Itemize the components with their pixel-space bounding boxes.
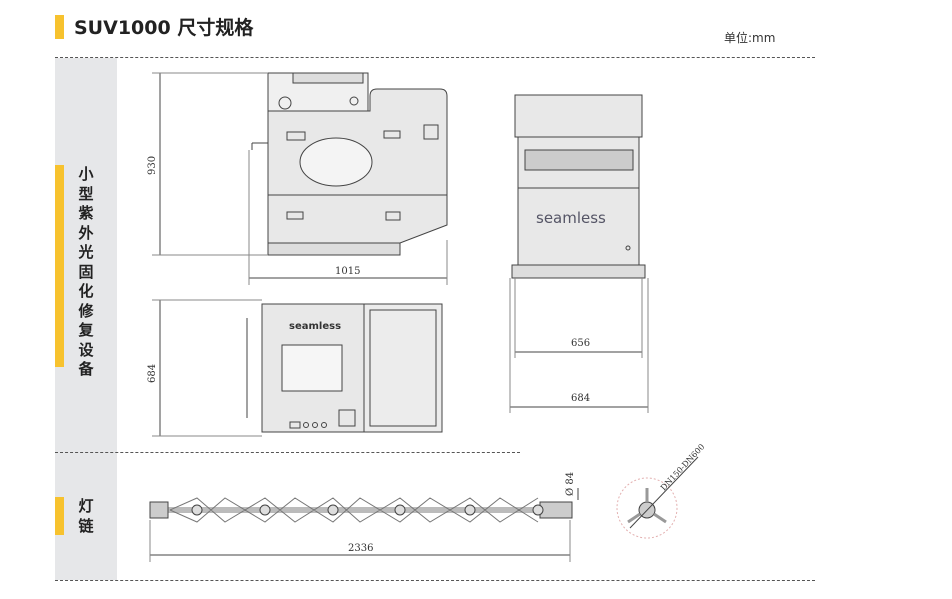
section-accent-bar: [55, 497, 64, 535]
dim-pipe-range: DN150-DN600: [659, 442, 707, 492]
brand-logo-top: seamless: [289, 321, 341, 332]
brand-logo-side: seamless: [536, 209, 606, 227]
dim-side-inner: 656: [571, 338, 590, 349]
side-view-drawing: [509, 94, 649, 413]
section-accent-bar: [55, 165, 64, 367]
unit-label: 单位:mm: [724, 31, 776, 45]
dim-chain-length: 2336: [348, 543, 373, 554]
section-label-lamp-chain: 灯链: [78, 497, 94, 535]
title-accent-bar: [55, 15, 64, 39]
page-title: SUV1000 尺寸规格: [74, 17, 254, 39]
lamp-chain-cross-section: [616, 456, 699, 539]
divider-bottom: [55, 580, 815, 581]
dim-front-height: 930: [147, 156, 158, 175]
front-view-drawing: [152, 72, 448, 285]
divider-middle: [55, 452, 520, 453]
lamp-chain-drawing: [149, 488, 579, 562]
dim-front-width: 1015: [335, 266, 360, 277]
section-label-column: [55, 58, 117, 580]
top-view-drawing: [152, 299, 443, 437]
divider-top: [55, 57, 815, 58]
dim-top-depth: 684: [147, 364, 158, 383]
dim-chain-diameter: Ø 84: [565, 472, 576, 496]
dim-side-outer: 684: [571, 393, 590, 404]
section-label-device: 小型紫外光固化修复设备: [78, 165, 94, 378]
